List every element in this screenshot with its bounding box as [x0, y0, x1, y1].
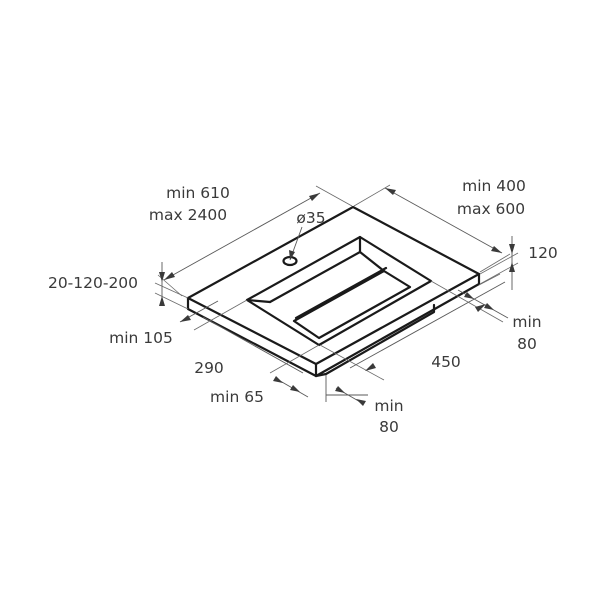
hole-diameter-label: ø35	[296, 209, 325, 227]
thickness-arrow-top	[159, 272, 165, 282]
depth-ext-front	[479, 253, 511, 273]
right-margin-arrow-b	[484, 303, 494, 310]
right-margin-label-value: 80	[517, 335, 537, 353]
basin-wall-edge	[358, 250, 386, 273]
width-label-min: min 610	[166, 184, 230, 202]
basin-length-ext-right	[430, 280, 504, 323]
bottom-margin-arrow-b	[356, 399, 366, 406]
front-margin-arrow-b	[290, 385, 300, 392]
depth-dim-line	[384, 187, 503, 254]
basin-length-ext-left	[319, 344, 385, 381]
basin-left-corner	[245, 298, 272, 304]
height-right-arrow-bottom	[509, 262, 515, 272]
depth-arrow-front	[491, 246, 502, 253]
thickness-ext-bottom	[154, 292, 189, 310]
drain-slot-line	[294, 266, 388, 320]
thickness-ext-top	[154, 282, 189, 299]
front-margin-arrow-a	[273, 376, 283, 383]
bottom-margin-arrow-a	[335, 386, 345, 393]
countertop-right-edge	[314, 272, 481, 378]
front-margin-label: min 65	[210, 388, 264, 406]
basin-length-dim-line	[349, 281, 506, 369]
depth-arrow-back	[385, 188, 396, 195]
basin-floor	[292, 269, 412, 340]
top-thickness-label: 20-120-200	[48, 274, 138, 292]
height-right-ext-top	[479, 252, 519, 275]
height-right-label: 120	[528, 244, 558, 262]
width-ext-right	[315, 185, 353, 207]
left-margin-arrow	[180, 315, 191, 322]
right-margin-ext	[478, 273, 501, 286]
height-right-arrow-top	[509, 244, 515, 254]
hole-arrow	[289, 250, 295, 260]
basin-left-wall	[268, 250, 362, 304]
underside-apron	[314, 303, 436, 378]
basin-length-arrow-left	[365, 363, 376, 371]
width-label-max: max 2400	[149, 206, 227, 224]
basin-length-arrow-right	[475, 304, 486, 312]
bottom-margin-label-value: 80	[379, 418, 399, 436]
right-margin-arrow-a	[464, 292, 474, 299]
countertop-top-face	[186, 205, 481, 366]
width-arrow-left	[164, 272, 175, 280]
countertop-front-edge	[186, 296, 318, 378]
basin-front-ext-left	[193, 299, 248, 331]
depth-ext-back	[353, 184, 391, 207]
basin-length-label: 450	[431, 353, 461, 371]
width-arrow-right	[309, 193, 320, 201]
sink-outline	[186, 205, 481, 378]
thickness-arrow-bottom	[159, 296, 165, 306]
dimension-lines	[154, 184, 519, 406]
basin-front-ext-right	[269, 344, 320, 374]
bottom-margin-label-min: min	[374, 397, 403, 415]
depth-label-min: min 400	[462, 177, 526, 195]
left-margin-label: min 105	[109, 329, 173, 347]
width-dim-line	[163, 192, 321, 281]
basin-front-label: 290	[194, 359, 224, 377]
dimension-labels: min 610 max 2400 min 400 max 600 ø35 20-…	[48, 177, 558, 436]
right-margin-label-min: min	[512, 313, 541, 331]
depth-label-max: max 600	[457, 200, 525, 218]
